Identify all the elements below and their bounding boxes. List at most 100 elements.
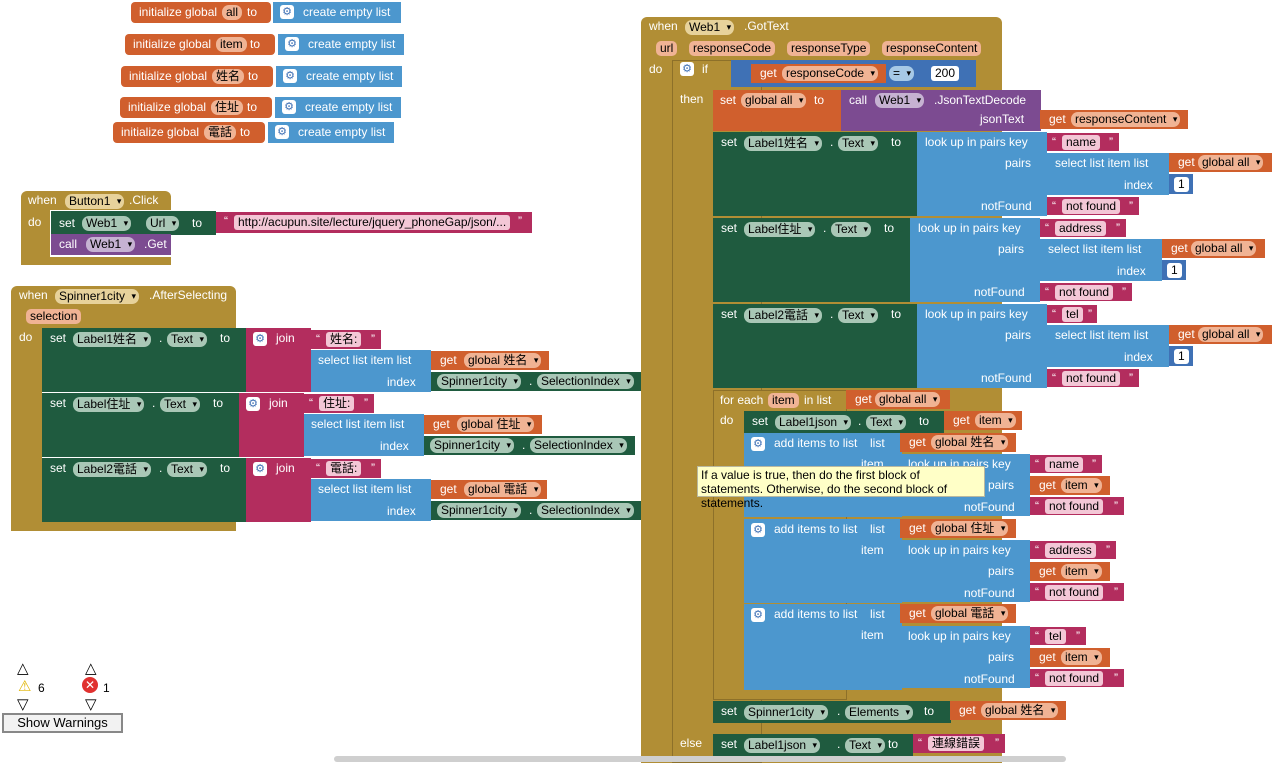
component-dropdown[interactable]: Label1json bbox=[744, 738, 821, 753]
global-name-field[interactable]: 住址 bbox=[211, 100, 244, 115]
global-name-field[interactable]: item bbox=[216, 37, 247, 52]
get-global-block[interactable]: get global 姓名 bbox=[431, 351, 549, 370]
lookup-in-pairs-block[interactable]: look up in pairs key pairs notFound bbox=[900, 626, 1030, 688]
variable-dropdown[interactable]: global 電話 bbox=[931, 606, 1009, 621]
mutator-gear-icon[interactable]: ⚙ bbox=[751, 523, 765, 537]
number-field[interactable]: 200 bbox=[931, 66, 960, 81]
set-label-lookup-block[interactable]: set Label住址 . Text to bbox=[713, 218, 911, 302]
horizontal-scrollbar[interactable] bbox=[334, 756, 1066, 762]
get-global-block[interactable]: get global 姓名 bbox=[950, 701, 1066, 720]
set-label-lookup-block[interactable]: set Label1姓名 . Text to bbox=[713, 132, 917, 216]
variable-dropdown[interactable]: responseContent bbox=[1071, 112, 1181, 127]
mutator-gear-icon[interactable]: ⚙ bbox=[680, 62, 694, 76]
lookup-in-pairs-block[interactable]: look up in pairs key pairs notFound bbox=[900, 540, 1030, 602]
text-string[interactable]: not found bbox=[1062, 371, 1121, 386]
component-dropdown[interactable]: Spinner1city bbox=[55, 289, 140, 304]
component-dropdown[interactable]: Spinner1city bbox=[744, 705, 829, 720]
number-field[interactable]: 1 bbox=[1174, 349, 1189, 364]
text-string-block[interactable]: “ 電話: ” bbox=[311, 459, 381, 478]
set-label-text-block[interactable]: set Label1姓名 . Text to bbox=[42, 328, 247, 392]
property-dropdown[interactable]: Url bbox=[146, 216, 180, 231]
global-name-field[interactable]: 電話 bbox=[204, 125, 237, 140]
get-global-block[interactable]: get global 姓名 bbox=[900, 433, 1016, 452]
component-dropdown[interactable]: Web1 bbox=[86, 237, 136, 252]
notfound-string-block[interactable]: “ not found ” bbox=[1040, 283, 1132, 301]
component-dropdown[interactable]: Label1姓名 bbox=[73, 332, 152, 347]
mutator-gear-icon[interactable]: ⚙ bbox=[283, 69, 297, 83]
operator-dropdown[interactable]: = bbox=[889, 66, 915, 81]
component-dropdown[interactable]: Label1json bbox=[775, 415, 852, 430]
create-empty-list-block[interactable]: ⚙ create empty list bbox=[275, 97, 401, 118]
property-dropdown[interactable]: SelectionIndex bbox=[530, 438, 627, 453]
global-init-all[interactable]: initialize global all to bbox=[131, 2, 271, 23]
create-empty-list-block[interactable]: ⚙ create empty list bbox=[273, 2, 401, 23]
create-empty-list-block[interactable]: ⚙ create empty list bbox=[278, 34, 404, 55]
variable-dropdown[interactable]: item bbox=[1061, 478, 1102, 493]
set-labeljson-block[interactable]: set Label1json . Text to bbox=[744, 411, 944, 433]
spinner-selectionindex-block[interactable]: Spinner1city . SelectionIndex bbox=[431, 372, 642, 391]
lookup-in-pairs-block[interactable]: look up in pairs key pairs notFound bbox=[917, 132, 1047, 216]
mutator-gear-icon[interactable]: ⚙ bbox=[275, 125, 289, 139]
variable-dropdown[interactable]: global all bbox=[1191, 241, 1257, 256]
text-string[interactable]: not found bbox=[1045, 671, 1104, 686]
notfound-string-block[interactable]: “ not found ” bbox=[1030, 583, 1124, 601]
get-item-block[interactable]: get item bbox=[1030, 648, 1110, 667]
text-string-block[interactable]: “ 姓名: ” bbox=[311, 330, 381, 349]
url-param[interactable]: url bbox=[656, 41, 678, 56]
variable-dropdown[interactable]: responseCode bbox=[782, 66, 879, 81]
key-string-block[interactable]: “ name ” bbox=[1030, 455, 1102, 473]
set-labeljson-else-block[interactable]: set Label1json . Text to bbox=[713, 734, 913, 756]
mutator-gear-icon[interactable]: ⚙ bbox=[280, 5, 294, 19]
responsecontent-param[interactable]: responseContent bbox=[882, 41, 982, 56]
global-init-name[interactable]: initialize global 姓名 to bbox=[121, 66, 273, 87]
select-list-item-block[interactable]: select list item list index bbox=[311, 479, 431, 521]
global-init-address[interactable]: initialize global 住址 to bbox=[120, 97, 272, 118]
mutator-gear-icon[interactable]: ⚙ bbox=[285, 37, 299, 51]
text-string[interactable]: 電話: bbox=[326, 461, 362, 476]
component-dropdown[interactable]: Label1姓名 bbox=[744, 136, 823, 151]
set-global-all-block[interactable]: set global all to bbox=[713, 90, 843, 131]
responsetype-param[interactable]: responseType bbox=[787, 41, 871, 56]
key-string-block[interactable]: “ tel ” bbox=[1047, 305, 1097, 323]
variable-dropdown[interactable]: item bbox=[1061, 564, 1102, 579]
text-string[interactable]: address bbox=[1045, 543, 1096, 558]
component-dropdown[interactable]: Label2電話 bbox=[73, 462, 152, 477]
url-text-block[interactable]: “ http://acupun.site/lecture/jquery_phon… bbox=[216, 212, 532, 233]
set-web1-url-block[interactable]: set Web1 Url to bbox=[51, 211, 216, 235]
add-items-to-list-block[interactable]: ⚙ add items to list list item bbox=[744, 519, 902, 603]
text-string[interactable]: tel bbox=[1062, 307, 1083, 322]
notfound-string-block[interactable]: “ not found ” bbox=[1030, 669, 1124, 687]
set-label-lookup-block[interactable]: set Label2電話 . Text to bbox=[713, 304, 917, 388]
select-list-item-block[interactable]: select list item list index bbox=[304, 414, 424, 456]
get-global-block[interactable]: get global 電話 bbox=[431, 480, 547, 499]
select-list-item-block[interactable]: select list item list index bbox=[1040, 239, 1162, 281]
global-init-item[interactable]: initialize global item to bbox=[125, 34, 275, 55]
component-dropdown[interactable]: Button1 bbox=[65, 194, 125, 209]
component-dropdown[interactable]: Spinner1city bbox=[437, 503, 522, 518]
join-block[interactable]: ⚙ join bbox=[239, 393, 304, 457]
get-item-block[interactable]: get item bbox=[944, 411, 1022, 430]
set-spinner-elements-block[interactable]: set Spinner1city . Elements to bbox=[713, 701, 951, 723]
variable-dropdown[interactable]: global 姓名 bbox=[464, 353, 542, 368]
join-block[interactable]: ⚙ join bbox=[246, 458, 311, 522]
text-string[interactable]: 連線錯誤 bbox=[928, 736, 985, 751]
variable-dropdown[interactable]: global 電話 bbox=[464, 482, 542, 497]
item-param[interactable]: item bbox=[768, 393, 799, 408]
global-init-phone[interactable]: initialize global 電話 to bbox=[113, 122, 265, 143]
component-dropdown[interactable]: Web1 bbox=[875, 93, 925, 108]
show-warnings-button[interactable]: Show Warnings bbox=[2, 713, 123, 733]
get-item-block[interactable]: get item bbox=[1030, 562, 1110, 581]
variable-dropdown[interactable]: global all bbox=[741, 93, 807, 108]
spinner-selectionindex-block[interactable]: Spinner1city . SelectionIndex bbox=[431, 501, 642, 520]
selection-param[interactable]: selection bbox=[26, 309, 82, 324]
responsecode-param[interactable]: responseCode bbox=[689, 41, 776, 56]
text-string[interactable]: 住址: bbox=[319, 396, 355, 411]
variable-dropdown[interactable]: global 姓名 bbox=[931, 435, 1009, 450]
component-dropdown[interactable]: Label住址 bbox=[73, 397, 145, 412]
component-dropdown[interactable]: Spinner1city bbox=[437, 374, 522, 389]
mutator-gear-icon[interactable]: ⚙ bbox=[751, 608, 765, 622]
component-dropdown[interactable]: Label2電話 bbox=[744, 308, 823, 323]
get-global-all-block[interactable]: get global all bbox=[1169, 153, 1272, 172]
property-dropdown[interactable]: Elements bbox=[845, 705, 914, 720]
